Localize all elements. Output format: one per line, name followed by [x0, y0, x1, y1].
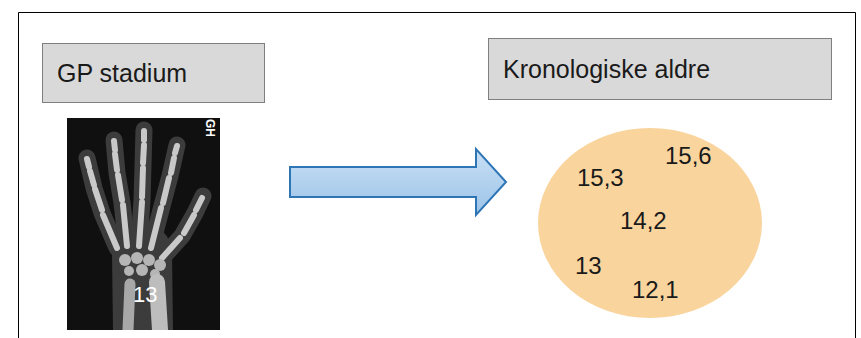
- block-arrow: [290, 149, 506, 215]
- stage-box: GP stadium: [42, 43, 265, 103]
- xray-image: 13: [67, 118, 220, 330]
- age-value: 15,3: [577, 166, 624, 190]
- age-box: Kronologiske aldre: [488, 38, 832, 100]
- soft-tissue: [87, 130, 203, 330]
- ulna-bone: [128, 284, 130, 330]
- box-label: GP stadium: [57, 59, 187, 88]
- age-value: 14,2: [620, 209, 667, 233]
- age-cloud: 15,3 15,6 14,2 13 12,1: [538, 128, 762, 318]
- side-marker: GH: [204, 119, 216, 137]
- frame-border: [19, 13, 856, 338]
- stage-number: 13: [133, 284, 157, 306]
- xray-ground: [67, 118, 220, 330]
- box-label: Kronologiske aldre: [503, 55, 710, 84]
- age-value: 15,6: [665, 144, 712, 168]
- age-value: 13: [575, 254, 602, 278]
- bones: [87, 131, 202, 258]
- ellipse-fill: [538, 128, 762, 318]
- age-value: 12,1: [632, 278, 679, 302]
